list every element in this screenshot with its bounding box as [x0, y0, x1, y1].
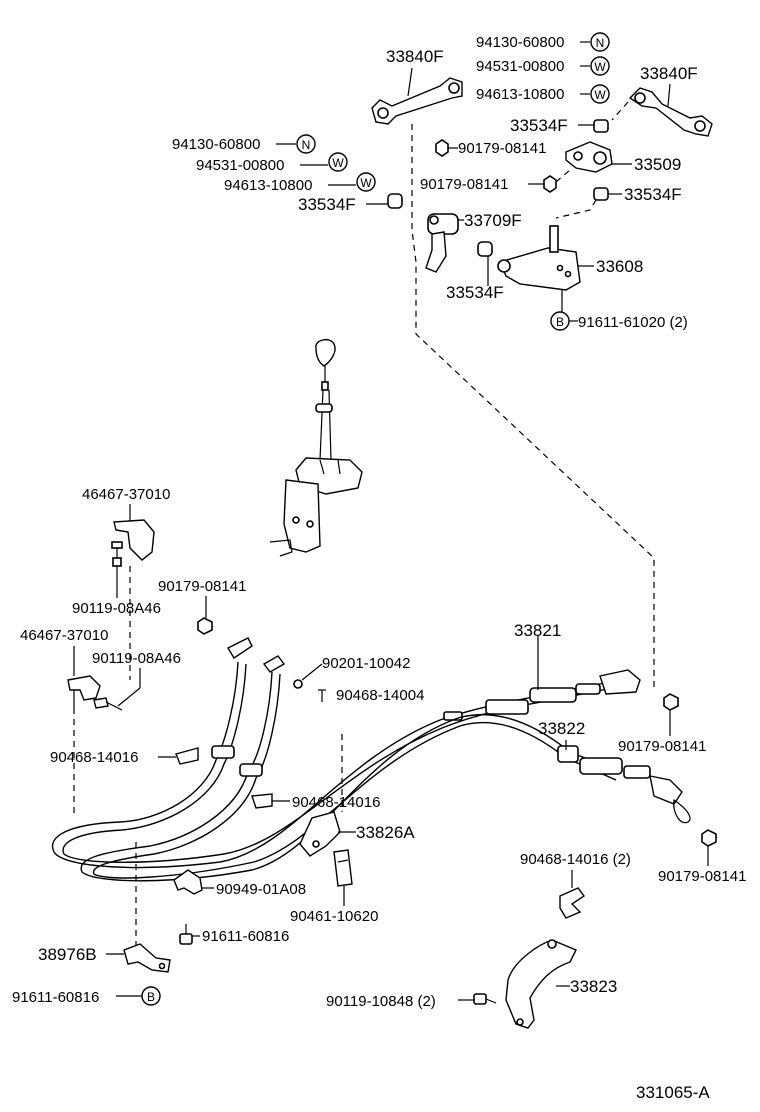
label-90468-14004: 90468-14004 [336, 687, 424, 704]
label-94531-mid: 94531-00800 [196, 157, 284, 174]
cable-33822 [80, 655, 691, 882]
clip-90461 [333, 849, 353, 887]
bolt-90119-10848 [473, 993, 497, 1005]
svg-text:W: W [594, 88, 606, 102]
bracket-33608 [497, 225, 581, 291]
label-94130-mid: 94130-60800 [172, 136, 260, 153]
label-90179-a: 90179-08141 [458, 140, 546, 157]
svg-text:W: W [594, 60, 606, 74]
clip-90468-14016-a [175, 747, 199, 765]
svg-text:N: N [302, 138, 311, 152]
label-91611-60816-b: 91611-60816 [12, 989, 99, 1006]
w-marker-mid-2 [356, 172, 376, 192]
label-90179-c: 90179-08141 [158, 578, 246, 595]
diagram-ref-code: 331065-A [636, 1083, 710, 1102]
label-33534F-d: 33534F [446, 283, 504, 302]
lever-33709F [425, 213, 459, 273]
label-90179-b: 90179-08141 [420, 176, 508, 193]
clamp-46467-a [113, 519, 155, 561]
label-94613-mid: 94613-10800 [224, 177, 312, 194]
bushing-33534F-d [477, 241, 493, 257]
label-33826A: 33826A [356, 823, 415, 842]
label-33534F-c: 33534F [298, 195, 356, 214]
clamp-90949 [173, 869, 203, 895]
w-marker-mid-1 [328, 152, 348, 172]
bracket-33826A [299, 811, 341, 857]
label-33534F-a: 33534F [510, 116, 568, 135]
nut-90179-d [663, 693, 679, 711]
svg-text:W: W [360, 176, 372, 190]
label-91611-61020: 91611-61020 (2) [578, 314, 688, 331]
b-marker-91611-60816 [141, 986, 161, 1006]
bolt-91611-60816-a [179, 924, 193, 945]
cable-33821 [51, 637, 641, 869]
nut-90179-b [543, 175, 557, 193]
nut-90179-a [435, 139, 449, 157]
w-marker-top-1 [590, 56, 610, 76]
n-marker-top [590, 32, 610, 52]
leader-left-b [129, 566, 137, 948]
linkage-rod-right [628, 87, 713, 137]
label-90949: 90949-01A08 [216, 881, 306, 898]
label-33709F: 33709F [464, 211, 522, 230]
label-33608: 33608 [596, 257, 643, 276]
label-90119-a: 90119-08A46 [72, 600, 161, 617]
svg-text:B: B [556, 315, 564, 329]
bolt-90119-a [111, 541, 123, 567]
n-marker-mid [296, 134, 316, 154]
clamp-46467-b [67, 675, 101, 708]
label-33840F-left: 33840F [386, 47, 444, 66]
label-33509: 33509 [634, 155, 681, 174]
label-90119-10848: 90119-10848 (2) [326, 993, 436, 1010]
label-33823: 33823 [570, 977, 617, 996]
label-33840F-right: 33840F [640, 64, 698, 83]
bolt-90119-b [93, 697, 123, 711]
label-33821: 33821 [514, 621, 561, 640]
svg-text:B: B [147, 990, 155, 1004]
bell-crank-33509 [565, 141, 613, 173]
label-33822: 33822 [538, 719, 585, 738]
label-90461: 90461-10620 [290, 908, 378, 925]
bushing-33534F-b [593, 187, 609, 201]
label-94531-top: 94531-00800 [476, 58, 564, 75]
label-90468-14016-c: 90468-14016 (2) [520, 851, 631, 868]
label-91611-60816-a: 91611-60816 [202, 928, 289, 945]
plate-33823 [505, 939, 577, 1029]
label-46467-b: 46467-37010 [20, 627, 108, 644]
w-marker-top-2 [590, 84, 610, 104]
clip-90468-14016-b [251, 793, 273, 809]
nut-90179-c [197, 617, 213, 635]
label-90119-b: 90119-08A46 [92, 650, 181, 667]
label-90179-d: 90179-08141 [618, 738, 706, 755]
label-33534F-b: 33534F [624, 185, 682, 204]
shift-lever-assembly [269, 338, 363, 557]
bushing-33534F-c [387, 193, 403, 209]
label-90468-14016-b: 90468-14016 [292, 794, 380, 811]
nut-90179-e [701, 829, 717, 847]
label-90201: 90201-10042 [322, 655, 410, 672]
clip-90468-14016-c [559, 887, 586, 919]
label-46467-a: 46467-37010 [82, 486, 170, 503]
label-38976B: 38976B [38, 945, 97, 964]
label-94613-top: 94613-10800 [476, 86, 564, 103]
bracket-38976B [123, 943, 171, 973]
label-94130-top: 94130-60800 [476, 34, 564, 51]
label-90468-14016-a: 90468-14016 [50, 749, 138, 766]
clip-90201 [293, 679, 303, 689]
bushing-33534F-a [593, 119, 609, 133]
linkage-rod-left [371, 77, 463, 125]
svg-text:W: W [332, 156, 344, 170]
leader-line-dashed [411, 124, 655, 690]
svg-text:N: N [596, 36, 605, 50]
label-90179-e: 90179-08141 [658, 868, 746, 885]
